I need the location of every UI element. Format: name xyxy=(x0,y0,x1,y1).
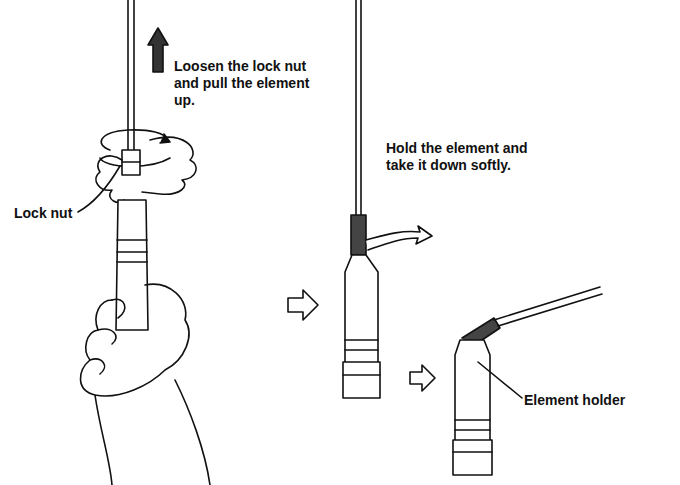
part-label: Element holder xyxy=(524,392,674,409)
part-label: Lock nut xyxy=(14,205,84,222)
instruction-note: Loosen the lock nut and pull the element… xyxy=(174,58,314,109)
instruction-note: Hold the element and take it down softly… xyxy=(386,140,536,174)
